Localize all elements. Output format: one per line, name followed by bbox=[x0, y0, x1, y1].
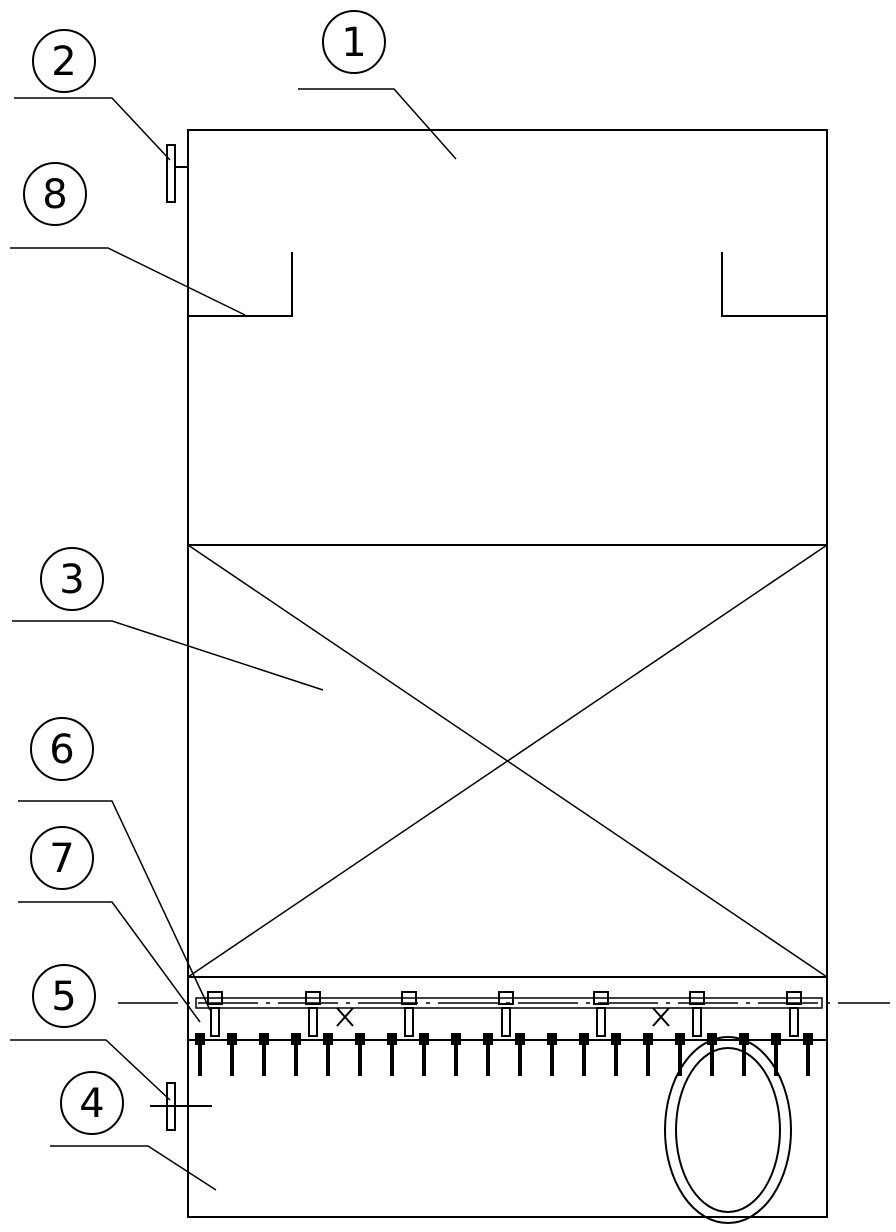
nozzle-13 bbox=[579, 1033, 589, 1076]
svg-text:5: 5 bbox=[51, 974, 76, 1020]
manhole-inner bbox=[675, 1047, 781, 1213]
nozzle-7 bbox=[387, 1033, 397, 1076]
right-weir bbox=[721, 252, 827, 317]
nozzle-2 bbox=[227, 1033, 237, 1076]
vessel-outline bbox=[187, 129, 828, 1218]
outlet-nozzle bbox=[166, 144, 188, 203]
svg-text:1: 1 bbox=[341, 20, 366, 66]
manhole-outer bbox=[664, 1036, 792, 1224]
callout-2: 2 bbox=[32, 29, 96, 93]
packing-zone bbox=[187, 544, 828, 978]
callout-5: 5 bbox=[32, 964, 96, 1028]
nozzle-9 bbox=[451, 1033, 461, 1076]
nozzle-8 bbox=[419, 1033, 429, 1076]
cross-valve-1 bbox=[336, 1007, 354, 1027]
nozzle-1 bbox=[195, 1033, 205, 1076]
callout-7: 7 bbox=[30, 826, 94, 890]
nozzle-row bbox=[195, 1033, 813, 1076]
distributor-valves bbox=[207, 991, 802, 1037]
nozzle-6 bbox=[355, 1033, 365, 1076]
callout-3: 3 bbox=[40, 547, 104, 611]
nozzle-20 bbox=[803, 1033, 813, 1076]
valve-7 bbox=[786, 991, 802, 1037]
callout-leaders bbox=[10, 88, 457, 1191]
valve-6 bbox=[689, 991, 705, 1037]
nozzle-15 bbox=[643, 1033, 653, 1076]
svg-text:6: 6 bbox=[49, 727, 74, 773]
callout-8: 8 bbox=[23, 162, 87, 226]
nozzle-14 bbox=[611, 1033, 621, 1076]
valve-4 bbox=[498, 991, 514, 1037]
callout-4: 4 bbox=[60, 1071, 124, 1135]
svg-text:8: 8 bbox=[42, 172, 67, 218]
nozzle-11 bbox=[515, 1033, 525, 1076]
svg-text:2: 2 bbox=[51, 39, 76, 85]
nozzle-4 bbox=[291, 1033, 301, 1076]
nozzle-12 bbox=[547, 1033, 557, 1076]
svg-text:7: 7 bbox=[49, 836, 74, 882]
nozzle-10 bbox=[483, 1033, 493, 1076]
inlet-nozzle bbox=[150, 1082, 212, 1131]
cross-valve-2 bbox=[652, 1007, 670, 1027]
valve-2 bbox=[305, 991, 321, 1037]
svg-text:3: 3 bbox=[59, 557, 84, 603]
callout-1: 1 bbox=[322, 10, 386, 74]
valve-3 bbox=[401, 991, 417, 1037]
callout-6: 6 bbox=[30, 717, 94, 781]
svg-text:4: 4 bbox=[79, 1081, 104, 1127]
left-weir bbox=[188, 252, 293, 317]
nozzle-3 bbox=[259, 1033, 269, 1076]
valve-1 bbox=[207, 991, 223, 1037]
valve-5 bbox=[593, 991, 609, 1037]
nozzle-5 bbox=[323, 1033, 333, 1076]
